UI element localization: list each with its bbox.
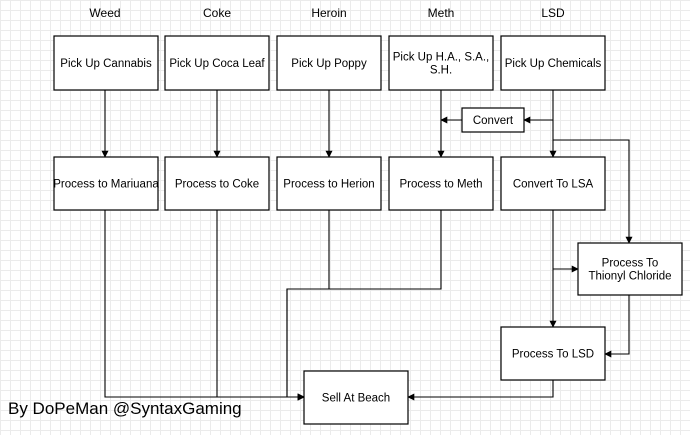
node-pickup-cannabis[interactable]: Pick Up Cannabis — [53, 35, 159, 91]
node-label-process-mariuana: Process to Mariuana — [53, 179, 159, 191]
column-header-meth: Meth — [428, 6, 455, 20]
node-label-process-thionyl: Process To — [602, 258, 659, 270]
node-label-sell-beach: Sell At Beach — [322, 393, 390, 405]
column-header-coke: Coke — [203, 6, 231, 20]
connectors — [101, 90, 633, 401]
node-box-process-thionyl — [577, 242, 683, 296]
node-process-meth[interactable]: Process to Meth — [388, 156, 494, 211]
node-box-pickup-chemicals — [500, 35, 606, 91]
node-box-process-mariuana — [53, 156, 159, 211]
edge-process-thionyl-to-process-lsd — [604, 295, 630, 358]
node-label-pickup-chemicals: Pick Up Chemicals — [505, 58, 602, 70]
column-header-lsd: LSD — [541, 6, 565, 20]
node-box-pickup-coca-leaf — [164, 35, 270, 91]
node-pickup-chemicals[interactable]: Pick Up Chemicals — [500, 35, 606, 91]
node-label-pickup-poppy: Pick Up Poppy — [291, 58, 367, 70]
node-convert-lsa[interactable]: Convert To LSA — [500, 156, 606, 211]
edge-process-meth-to-sell-beach — [286, 210, 442, 401]
node-label-process-lsd: Process To LSD — [512, 349, 594, 361]
column-header-heroin: Heroin — [311, 6, 346, 20]
node-convert[interactable]: Convert — [461, 107, 525, 133]
node-process-coke[interactable]: Process to Coke — [164, 156, 270, 211]
column-headers: Weed Coke Heroin Meth LSD — [89, 6, 565, 20]
node-label-convert: Convert — [473, 115, 514, 127]
node-label-process-coke: Process to Coke — [175, 179, 259, 191]
node-label-process-meth: Process to Meth — [399, 179, 482, 191]
node-pickup-ha-sa-sh[interactable]: Pick Up H.A., S.A.,S.H. — [388, 35, 494, 91]
edge-process-coke-to-sell-beach — [216, 210, 305, 401]
node-label-pickup-coca-leaf: Pick Up Coca Leaf — [169, 58, 265, 70]
node-sell-beach[interactable]: Sell At Beach — [303, 370, 409, 425]
node-process-lsd[interactable]: Process To LSD — [500, 326, 606, 381]
node-box-pickup-cannabis — [53, 35, 159, 91]
author-credit: By DoPeMan @SyntaxGaming — [8, 399, 242, 418]
node-label-pickup-ha-sa-sh: S.H. — [430, 65, 452, 77]
node-box-sell-beach — [303, 370, 409, 425]
node-box-convert-lsa — [500, 156, 606, 211]
node-label-pickup-cannabis: Pick Up Cannabis — [60, 58, 152, 70]
edge-process-mariuana-to-sell-beach — [104, 210, 305, 401]
node-process-mariuana[interactable]: Process to Mariuana — [53, 156, 159, 211]
edge-process-herion-to-sell-beach — [286, 210, 330, 401]
edge-pickup-chemicals-to-process-thionyl — [553, 139, 633, 244]
node-label-pickup-ha-sa-sh: Pick Up H.A., S.A., — [393, 52, 490, 64]
flowchart-nodes: Pick Up Cannabis Pick Up Coca Leaf Pick Up… — [53, 35, 683, 425]
node-box-convert — [461, 107, 525, 133]
column-header-weed: Weed — [89, 6, 120, 20]
node-box-process-herion — [276, 156, 382, 211]
node-box-pickup-ha-sa-sh — [388, 35, 494, 91]
edge-process-lsd-to-sell-beach — [407, 380, 554, 401]
node-box-pickup-poppy — [276, 35, 382, 91]
node-box-process-coke — [164, 156, 270, 211]
node-box-process-meth — [388, 156, 494, 211]
node-pickup-coca-leaf[interactable]: Pick Up Coca Leaf — [164, 35, 270, 91]
node-box-process-lsd — [500, 326, 606, 381]
node-label-process-thionyl: Thionyl Chloride — [588, 271, 671, 283]
node-label-process-herion: Process to Herion — [283, 179, 374, 191]
node-process-herion[interactable]: Process to Herion — [276, 156, 382, 211]
node-label-convert-lsa: Convert To LSA — [513, 179, 594, 191]
node-pickup-poppy[interactable]: Pick Up Poppy — [276, 35, 382, 91]
